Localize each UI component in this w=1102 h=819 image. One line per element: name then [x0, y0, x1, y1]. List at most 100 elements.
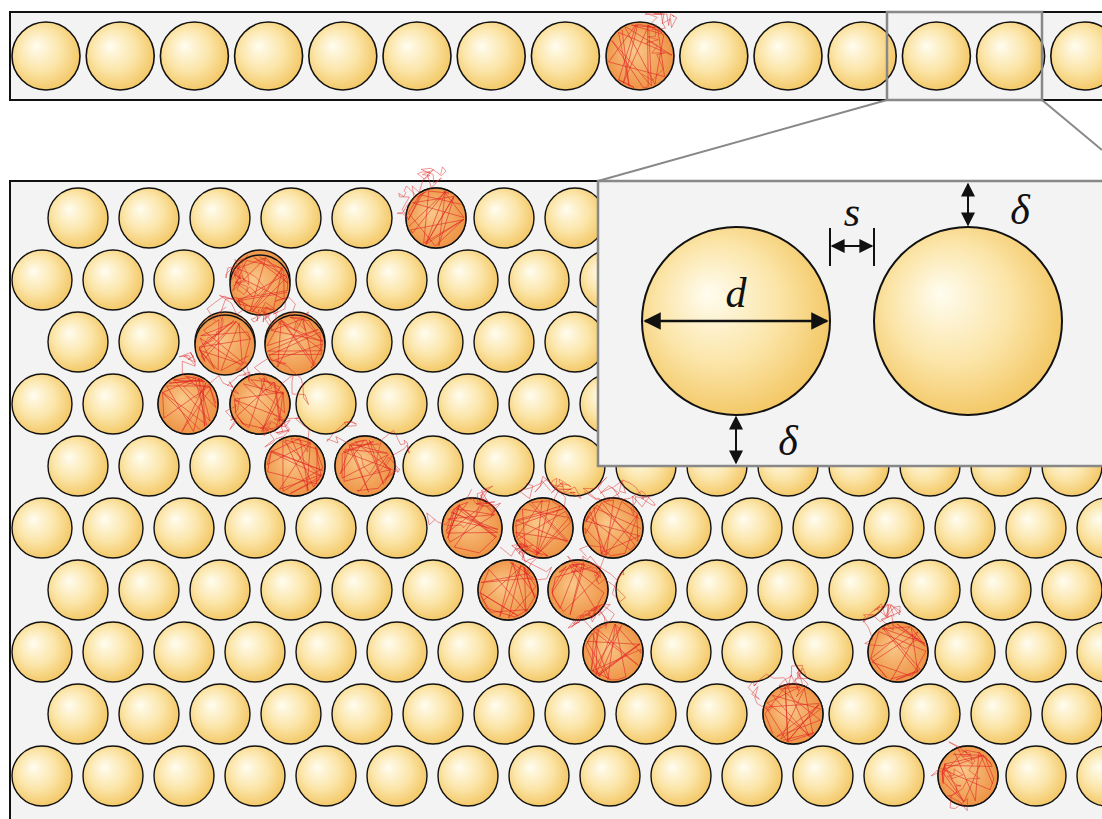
ball [367, 746, 427, 806]
zoom-frame [887, 12, 1042, 100]
ball [367, 374, 427, 434]
dimension-label: δ [1010, 189, 1030, 231]
zoom-line [598, 100, 887, 181]
ball [545, 312, 605, 372]
ball [83, 250, 143, 310]
trajectory [585, 500, 641, 556]
ball [12, 746, 72, 806]
ball [680, 22, 748, 90]
ball [545, 684, 605, 744]
ball [438, 374, 498, 434]
ball [12, 374, 72, 434]
ball-row [12, 22, 1102, 90]
ball [474, 436, 534, 496]
trajectory [931, 742, 980, 811]
ball [190, 436, 250, 496]
ball [864, 746, 924, 806]
ball-visited [265, 436, 325, 496]
ball [864, 498, 924, 558]
trajectory [748, 665, 808, 710]
trajectory [500, 543, 552, 580]
trajectory [568, 545, 626, 601]
trajectory [179, 352, 239, 429]
ball [722, 498, 782, 558]
dimension-label: δ [778, 420, 798, 462]
ball [902, 22, 970, 90]
ball [332, 560, 392, 620]
ball [225, 622, 285, 682]
ball-visited [478, 560, 538, 620]
ball-visited [868, 622, 928, 682]
ball [403, 684, 463, 744]
ball [545, 188, 605, 248]
ball [1077, 746, 1102, 806]
ball [580, 746, 640, 806]
ball [438, 250, 498, 310]
trajectory [408, 191, 464, 246]
ball [457, 22, 525, 90]
ball-visited [406, 188, 466, 248]
ball [48, 436, 108, 496]
ball [1077, 498, 1102, 558]
trajectory [863, 604, 918, 649]
ball [296, 374, 356, 434]
trajectory [586, 624, 641, 680]
ball [509, 250, 569, 310]
ball [616, 560, 676, 620]
ball-visited [265, 315, 325, 375]
ball [83, 498, 143, 558]
ball [367, 250, 427, 310]
ball [296, 622, 356, 682]
ball [154, 622, 214, 682]
ball [1006, 746, 1066, 806]
trajectory [765, 687, 821, 742]
ball [119, 684, 179, 744]
trajectory [583, 477, 655, 515]
ball [12, 22, 80, 90]
ball [793, 622, 853, 682]
ball [86, 22, 154, 90]
ball [651, 498, 711, 558]
ball [971, 560, 1031, 620]
ball [309, 22, 377, 90]
trajectory [234, 378, 284, 430]
trajectory [260, 418, 309, 452]
ball [154, 498, 214, 558]
ball [119, 312, 179, 372]
ball [763, 684, 823, 744]
ball [261, 684, 321, 744]
ball [793, 498, 853, 558]
ball [754, 22, 822, 90]
inset-panel [598, 181, 1102, 466]
trajectory [568, 604, 614, 631]
trajectory [871, 624, 926, 680]
ball [687, 684, 747, 744]
ball [119, 560, 179, 620]
ball [406, 188, 466, 248]
ball [509, 622, 569, 682]
ball [616, 684, 676, 744]
ball [190, 560, 250, 620]
ball [12, 622, 72, 682]
ball [119, 436, 179, 496]
trajectory [427, 486, 501, 528]
ball [225, 498, 285, 558]
ball [651, 622, 711, 682]
ball [935, 498, 995, 558]
ball [478, 560, 538, 620]
ball-lattice [12, 188, 1102, 806]
ball [83, 746, 143, 806]
zoom-line [1042, 100, 1102, 150]
ball-visited [583, 498, 643, 558]
ball [367, 498, 427, 558]
trajectory [267, 438, 323, 493]
ball [971, 684, 1031, 744]
ball [332, 684, 392, 744]
ball [474, 312, 534, 372]
ball [83, 374, 143, 434]
ball [509, 746, 569, 806]
ball [154, 746, 214, 806]
ball [438, 622, 498, 682]
ball [642, 227, 830, 415]
